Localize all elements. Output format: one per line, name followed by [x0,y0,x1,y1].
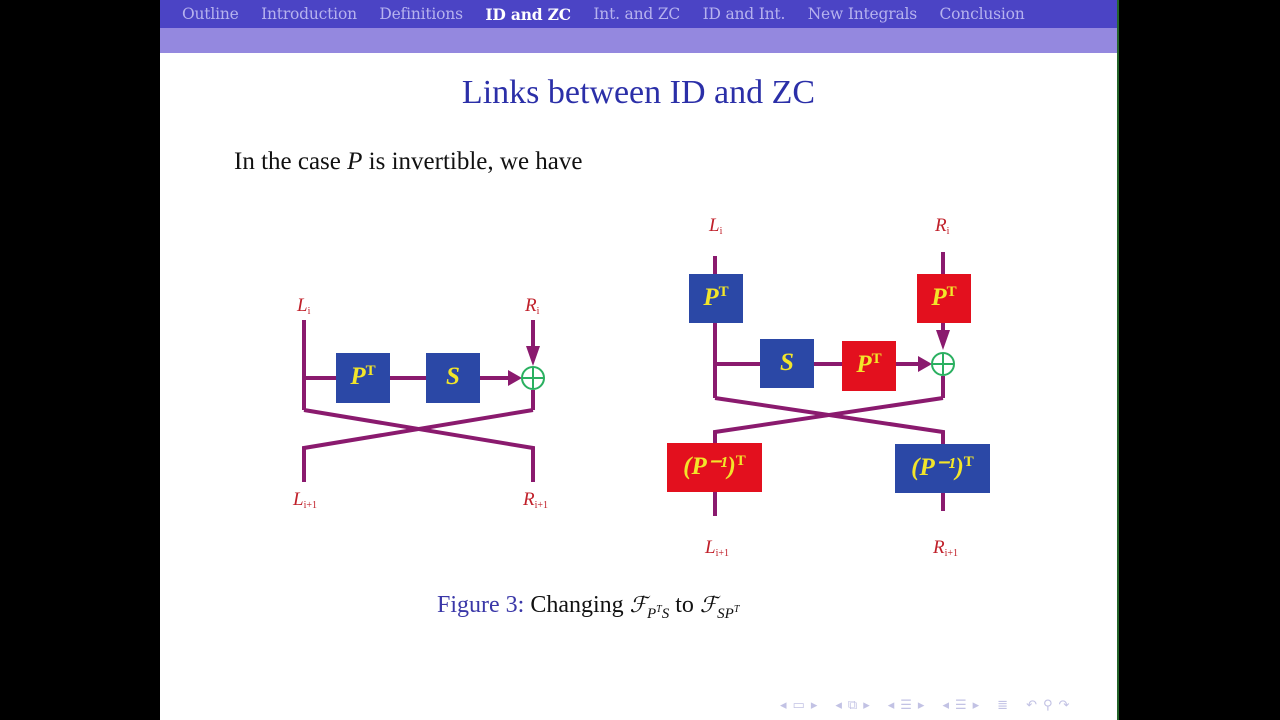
subsection-next-icon[interactable]: ▸ [863,697,870,713]
right-box-pt-top-right [917,274,971,323]
label-l-i: Li [297,295,311,317]
right-box-s [760,339,814,388]
figure-caption: Figure 3: Changing ℱPTS to ℱSPT [437,592,740,622]
label-right-l-i-plus-1: Li+1 [705,537,729,559]
forward-icon[interactable]: ↷ [1058,697,1070,713]
right-diagram [713,252,950,516]
caption-text: Changing [530,592,630,618]
right-box-s-label: S [780,349,794,376]
slide-title: Links between ID and ZC [461,74,816,111]
nav-item-introduction[interactable]: Introduction [261,5,357,23]
nav-item-id-and-int[interactable]: ID and Int. [702,5,786,23]
search-icon[interactable]: ⚲ [1042,697,1053,713]
left-box-pt-label: PT [350,363,376,390]
right-box-pt-middle [842,341,896,391]
subsection-bar [160,28,1117,53]
left-xor-icon [521,366,545,390]
figure-number: Figure 3: [437,592,525,618]
subsection-prev-icon[interactable]: ◂ [835,697,842,713]
frame-next-icon[interactable]: ▸ [810,697,818,713]
body-text: In the case P is invertible, we have [234,148,583,176]
back-icon[interactable]: ↶ [1026,697,1037,713]
frame-icon[interactable]: ▭ [792,697,805,713]
body-variable: P [347,148,363,175]
caption-to-symbol: ℱ [699,593,718,618]
body-suffix: is invertible, we have [362,148,583,175]
left-diagram [302,320,540,482]
right-box-pt-top-right-label: PT [931,284,957,311]
feistel-diagrams [302,252,990,516]
section-icon[interactable]: ☰ [900,697,912,713]
presentation-prev-icon[interactable]: ◂ [942,697,949,713]
beamer-nav-symbols: ◂ ▭ ▸ ◂ ⧉ ▸ ◂ ☰ ▸ ◂ ☰ ▸ ≣ ↶ ⚲ ↷ [780,696,1075,714]
presentation-next-icon[interactable]: ▸ [972,697,980,713]
nav-item-outline[interactable]: Outline [182,5,239,23]
presentation-icon[interactable]: ☰ [954,697,967,713]
label-right-r-i: Ri [935,215,950,237]
right-box-pt-top-left [689,274,743,323]
frame-prev-icon[interactable]: ◂ [780,697,787,713]
label-right-l-i: Li [709,215,723,237]
right-xor-icon [931,352,955,376]
left-box-pt [336,353,390,403]
right-box-pinv-right-label: (P⁻¹)T [911,454,974,481]
label-right-r-i-plus-1: Ri+1 [933,537,959,559]
caption-from-symbol: ℱ [629,593,647,618]
align-icon[interactable]: ≣ [997,697,1009,713]
caption-to: to [669,592,700,618]
label-r-i-plus-1: Ri+1 [523,489,549,511]
left-box-s [426,353,480,403]
right-box-pinv-right [895,444,990,493]
nav-item-new-integrals[interactable]: New Integrals [807,5,918,23]
slide: Outline Introduction Definitions ID and … [160,0,1117,720]
section-nav-bar: Outline Introduction Definitions ID and … [160,0,1117,28]
section-next-icon[interactable]: ▸ [917,697,925,713]
label-l-i-plus-1: Li+1 [293,489,317,511]
nav-item-definitions[interactable]: Definitions [379,5,463,23]
nav-item-id-and-zc[interactable]: ID and ZC [485,4,571,24]
right-box-pinv-left [667,443,762,492]
slide-edge [1117,0,1119,720]
left-box-s-label: S [446,363,460,390]
nav-item-int-and-zc[interactable]: Int. and ZC [593,5,681,23]
body-prefix: In the case [234,148,348,175]
right-box-pt-top-left-label: PT [703,284,729,311]
label-r-i: Ri [525,295,540,317]
section-prev-icon[interactable]: ◂ [887,697,895,713]
nav-item-conclusion[interactable]: Conclusion [939,5,1025,23]
subsection-icon[interactable]: ⧉ [847,697,858,713]
right-box-pinv-left-label: (P⁻¹)T [683,453,746,480]
right-box-pt-middle-label: PT [856,351,882,378]
